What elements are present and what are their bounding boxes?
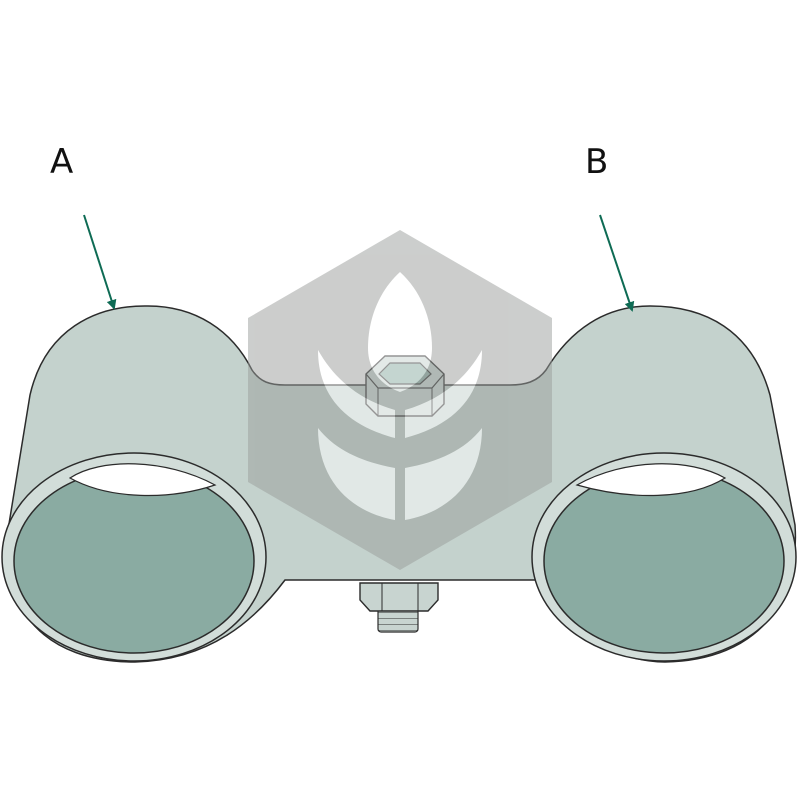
callout-b: B [585,142,635,312]
tube-b-inner-highlight [575,463,727,497]
tube-a-bore [13,468,255,654]
watermark-logo-icon [248,230,552,570]
callout-b-label: B [585,142,608,182]
tube-a-inner-highlight [68,463,217,497]
callout-a-arrow-icon [83,214,117,310]
tube-b-bore [543,468,785,654]
callout-a: A [50,142,117,310]
callout-a-label: A [50,142,73,182]
bolt-icon [359,582,439,633]
callout-b-arrow-icon [599,214,635,312]
